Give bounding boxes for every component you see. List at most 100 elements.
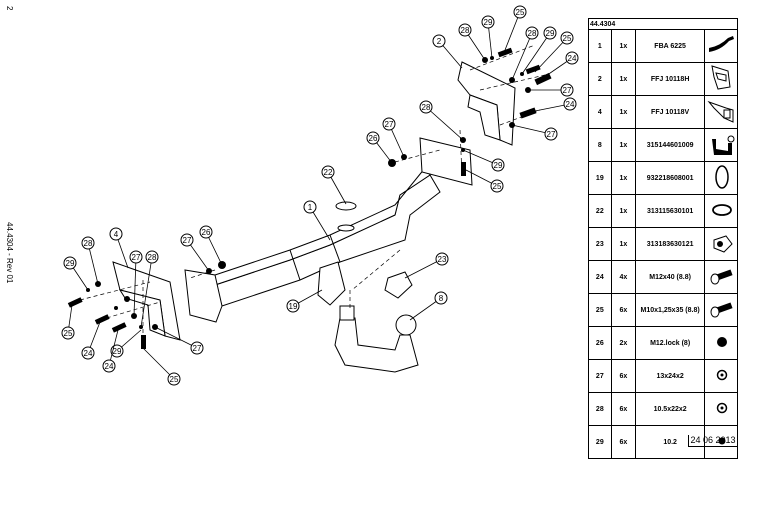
parts-table-row: 19 1x 932218608001: [588, 161, 738, 195]
callout-27: 27: [511, 124, 558, 141]
part-code: M10x1,25x35 (8.8): [635, 293, 706, 327]
callout-circle: [560, 31, 574, 45]
socket-icon: [713, 235, 733, 253]
callout-circle: [167, 372, 181, 386]
callout-8: 8: [409, 291, 448, 321]
callout-circle: [458, 23, 472, 37]
parts-table-row: 4 1x FFJ 10118V: [588, 95, 738, 129]
part-quantity: 6x: [610, 392, 637, 426]
callout-28: 28: [81, 236, 99, 285]
part-thumbnail: [704, 392, 738, 426]
part-quantity: 1x: [610, 227, 637, 261]
washer-icon: [716, 369, 728, 381]
parts-table-row: 2 1x FFJ 10118H: [588, 62, 738, 96]
callout-circle: [525, 26, 539, 40]
callout-28: 28: [511, 26, 539, 81]
callout-number: 1: [308, 203, 313, 212]
leader-line: [87, 242, 99, 285]
part-position: 27: [588, 359, 612, 393]
nut-icon: [717, 337, 727, 347]
leader-line: [425, 106, 464, 141]
part-thumbnail: [704, 95, 738, 129]
part-code: 313115630101: [635, 194, 706, 228]
part-code: 313183630121: [635, 227, 706, 261]
part-position: 24: [588, 260, 612, 294]
leader-line: [504, 11, 521, 51]
callout-number: 29: [484, 18, 493, 27]
leader-line: [521, 32, 551, 75]
leader-line: [404, 258, 443, 279]
towball-part: [334, 317, 419, 373]
part-position: 25: [588, 293, 612, 327]
small-washer-icon: [718, 437, 726, 445]
callout-25: 25: [534, 31, 574, 73]
callout-24: 24: [81, 321, 101, 360]
callout-2: 2: [432, 34, 463, 69]
callout-number: 28: [461, 26, 470, 35]
parts-list-table: 44.4304 1 1x FBA 6225 2 1x FFJ 10118H 4 …: [588, 18, 738, 459]
part-quantity: 1x: [610, 95, 637, 129]
drawing-date: 24 06 2013: [688, 435, 738, 447]
callout-number: 29: [113, 347, 122, 356]
part-code: M12x40 (8.8): [635, 260, 706, 294]
parts-table-row: 23 1x 313183630121: [588, 227, 738, 261]
part-thumbnail: [704, 425, 738, 459]
part-code: M12.lock (8): [635, 326, 706, 360]
callout-23: 23: [404, 252, 449, 279]
callout-circle: [109, 227, 123, 241]
part-position: 1: [588, 29, 612, 63]
callout-circle: [110, 344, 124, 358]
part-thumbnail: [704, 227, 738, 261]
part-code: FBA 6225: [635, 29, 706, 63]
leader-line: [154, 326, 198, 349]
parts-table-row: 1 1x FBA 6225: [588, 29, 738, 63]
part-position: 2: [588, 62, 612, 96]
callout-number: 25: [170, 375, 179, 384]
part-code: 10.2: [635, 425, 706, 459]
part-thumbnail: [704, 128, 738, 162]
callout-25: 25: [142, 347, 181, 386]
callout-27: 27: [528, 83, 574, 97]
leader-line: [142, 347, 175, 380]
cap-icon: [712, 204, 732, 216]
callout-circle: [61, 326, 75, 340]
callout-number: 26: [369, 134, 378, 143]
part-position: 26: [588, 326, 612, 360]
callout-number: 24: [568, 54, 577, 63]
callout-circle: [543, 26, 557, 40]
callout-number: 24: [566, 100, 575, 109]
part-thumbnail: [704, 161, 738, 195]
callout-28: 28: [140, 250, 159, 328]
part-thumbnail: [704, 326, 738, 360]
callout-27: 27: [180, 233, 210, 272]
right-end-plate: [419, 137, 473, 186]
callout-number: 28: [148, 253, 157, 262]
part-position: 8: [588, 128, 612, 162]
callout-number: 27: [132, 253, 141, 262]
part-code: FFJ 10118H: [635, 62, 706, 96]
part-quantity: 1x: [610, 62, 637, 96]
callout-29: 29: [110, 329, 142, 358]
callout-number: 25: [493, 182, 502, 191]
part-thumbnail: [704, 194, 738, 228]
callout-circle: [560, 83, 574, 97]
part-thumbnail: [704, 260, 738, 294]
callout-circle: [286, 299, 300, 313]
callout-circle: [199, 225, 213, 239]
callout-circle: [432, 34, 446, 48]
callout-number: 19: [289, 302, 298, 311]
part-quantity: 4x: [610, 260, 637, 294]
part-quantity: 1x: [610, 29, 637, 63]
part-code: FFJ 10118V: [635, 95, 706, 129]
callout-number: 29: [66, 259, 75, 268]
part-position: 28: [588, 392, 612, 426]
parts-table-row: 26 2x M12.lock (8): [588, 326, 738, 360]
part-position: 19: [588, 161, 612, 195]
callout-number: 8: [439, 294, 444, 303]
parts-table-row: 24 4x M12x40 (8.8): [588, 260, 738, 294]
callout-number: 25: [516, 8, 525, 17]
callout-number: 23: [438, 255, 447, 264]
callout-number: 29: [494, 161, 503, 170]
bolt-icon: [710, 269, 733, 285]
